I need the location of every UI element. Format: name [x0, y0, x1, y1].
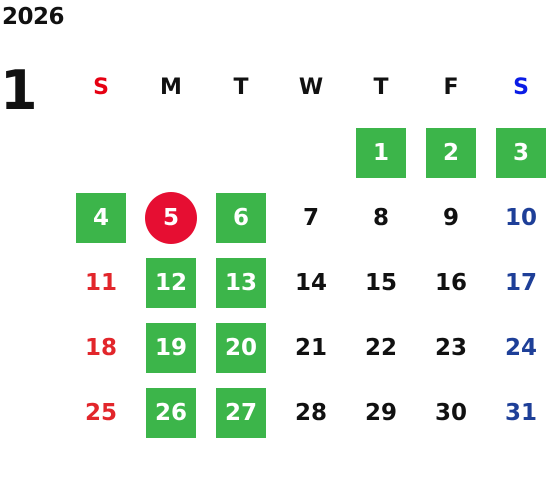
day-cell-fri: 2 — [416, 120, 486, 185]
day-cell-sat: 10 — [486, 185, 548, 250]
day-number: 30 — [434, 399, 467, 426]
day-number: 18 — [84, 334, 117, 361]
day-number: 29 — [364, 399, 397, 426]
weekday-header-thu: T — [373, 75, 389, 100]
weekday-header-sun: S — [93, 75, 109, 100]
day-number-marked: 1 — [356, 127, 406, 178]
day-cell-sat: 3 — [486, 120, 548, 185]
day-number-marked: 20 — [216, 322, 266, 373]
weekday-header-fri: F — [443, 75, 459, 100]
day-cell-tue: 27 — [206, 380, 276, 445]
day-number-marked: 26 — [146, 387, 196, 438]
day-number: 14 — [294, 269, 327, 296]
day-cell-mon: 19 — [136, 315, 206, 380]
calendar-week-row: 18 19 20 21 22 23 24 — [66, 315, 548, 380]
day-number: 7 — [302, 204, 319, 231]
day-number-marked: 19 — [146, 322, 196, 373]
day-cell-wed: 21 — [276, 315, 346, 380]
weekday-header-sat: S — [513, 75, 529, 100]
day-cell-wed — [276, 120, 346, 185]
weekday-header-row: S M T W T F S — [66, 55, 548, 120]
day-number: 10 — [504, 204, 537, 231]
day-cell-mon: 26 — [136, 380, 206, 445]
day-cell-mon: 12 — [136, 250, 206, 315]
day-number: 31 — [504, 399, 537, 426]
day-cell-fri: 30 — [416, 380, 486, 445]
day-number-marked: 4 — [76, 192, 126, 243]
day-cell-mon — [136, 120, 206, 185]
day-cell-wed: 28 — [276, 380, 346, 445]
day-number-marked: 3 — [496, 127, 546, 178]
day-cell-sat: 17 — [486, 250, 548, 315]
day-number: 21 — [294, 334, 327, 361]
day-cell-tue — [206, 120, 276, 185]
day-number-marked: 6 — [216, 192, 266, 243]
day-number: 24 — [504, 334, 537, 361]
day-number: 23 — [434, 334, 467, 361]
day-number: 25 — [84, 399, 117, 426]
weekday-header-wed: W — [298, 75, 324, 100]
day-number-marked: 12 — [146, 257, 196, 308]
day-number-marked: 2 — [426, 127, 476, 178]
day-number: 9 — [442, 204, 459, 231]
calendar-week-row: 11 12 13 14 15 16 17 — [66, 250, 548, 315]
day-cell-thu: 15 — [346, 250, 416, 315]
day-cell-wed: 7 — [276, 185, 346, 250]
day-cell-tue: 13 — [206, 250, 276, 315]
day-cell-fri: 23 — [416, 315, 486, 380]
day-cell-fri: 16 — [416, 250, 486, 315]
day-cell-sun: 4 — [66, 185, 136, 250]
day-cell-sun — [66, 120, 136, 185]
weekday-header-mon: M — [160, 75, 182, 100]
day-number: 11 — [84, 269, 117, 296]
day-cell-tue: 20 — [206, 315, 276, 380]
day-cell-fri: 9 — [416, 185, 486, 250]
day-cell-thu: 22 — [346, 315, 416, 380]
day-number-marked: 27 — [216, 387, 266, 438]
day-cell-wed: 14 — [276, 250, 346, 315]
weekday-header-tue: T — [233, 75, 249, 100]
day-cell-sat: 24 — [486, 315, 548, 380]
day-number: 16 — [434, 269, 467, 296]
day-number-marked: 13 — [216, 257, 266, 308]
day-number: 28 — [294, 399, 327, 426]
day-cell-sun: 11 — [66, 250, 136, 315]
day-number-highlighted: 5 — [145, 191, 197, 244]
day-number: 15 — [364, 269, 397, 296]
day-number: 22 — [364, 334, 397, 361]
day-number: 8 — [372, 204, 389, 231]
day-cell-tue: 6 — [206, 185, 276, 250]
calendar-week-row: 25 26 27 28 29 30 31 — [66, 380, 548, 445]
day-number: 17 — [504, 269, 537, 296]
day-cell-thu: 29 — [346, 380, 416, 445]
day-cell-mon: 5 — [136, 185, 206, 250]
day-cell-sat: 31 — [486, 380, 548, 445]
calendar-month: 1 — [0, 59, 38, 122]
day-cell-sun: 25 — [66, 380, 136, 445]
day-cell-thu: 1 — [346, 120, 416, 185]
day-cell-sun: 18 — [66, 315, 136, 380]
day-cell-thu: 8 — [346, 185, 416, 250]
calendar-year: 2026 — [2, 4, 65, 30]
